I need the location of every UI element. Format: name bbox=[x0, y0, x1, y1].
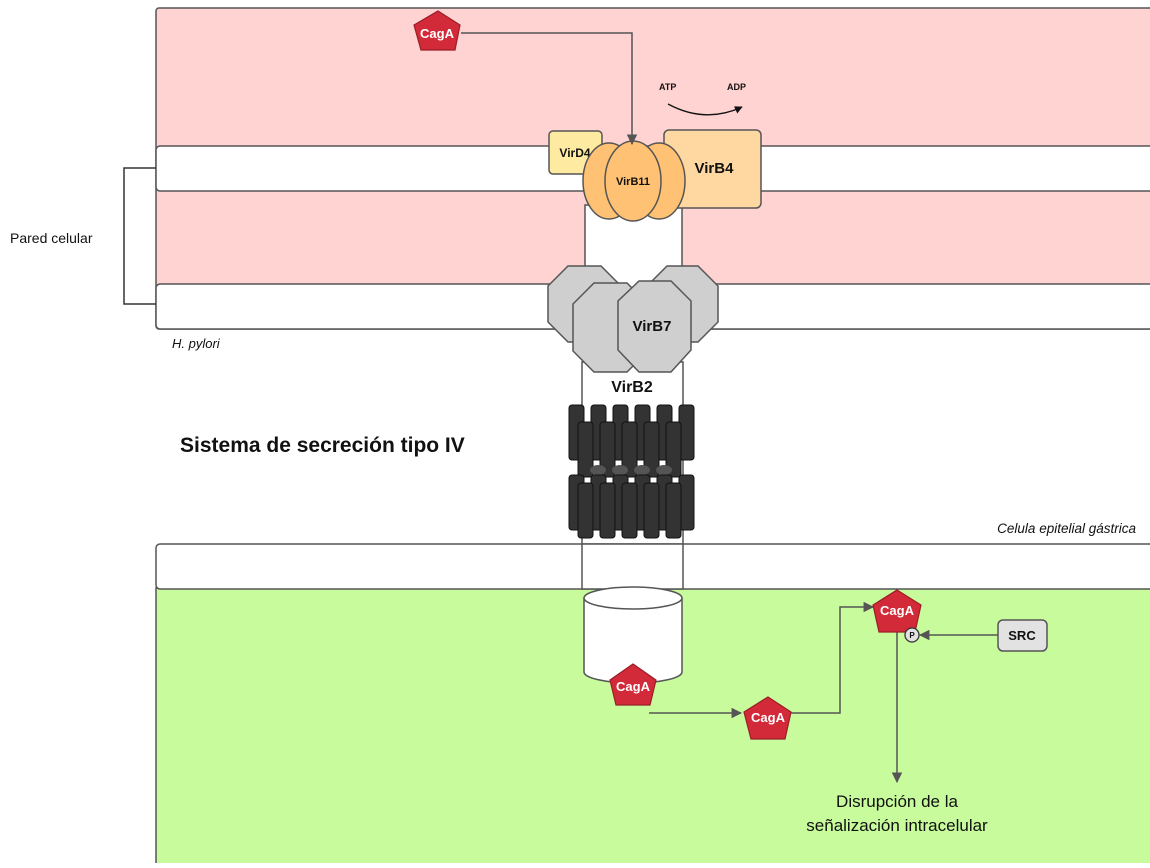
host-cell-label: Celula epitelial gástrica bbox=[997, 521, 1136, 536]
atp-label: ATP bbox=[659, 82, 676, 92]
virB2-label: VirB2 bbox=[611, 379, 653, 396]
svg-text:VirB7: VirB7 bbox=[633, 318, 672, 335]
phosphate-marker: P bbox=[905, 628, 919, 642]
virB11-protein: VirB11 bbox=[583, 141, 685, 221]
pilus-subunit bbox=[622, 483, 637, 538]
svg-text:VirB4: VirB4 bbox=[695, 160, 735, 177]
pilus-subunit bbox=[578, 483, 593, 538]
pilus-link bbox=[590, 465, 606, 475]
svg-text:SRC: SRC bbox=[1008, 628, 1036, 643]
cell-wall-label: Pared celular bbox=[10, 230, 93, 246]
src-kinase: SRC bbox=[998, 620, 1047, 651]
cell-wall-bracket bbox=[124, 168, 156, 304]
virB2-pilus bbox=[569, 405, 694, 538]
pilus-subunit bbox=[644, 483, 659, 538]
adp-label: ADP bbox=[727, 82, 746, 92]
svg-text:P: P bbox=[909, 631, 915, 640]
outcome-line-2: señalización intracelular bbox=[806, 816, 988, 835]
system-title: Sistema de secreción tipo IV bbox=[180, 434, 465, 457]
svg-text:CagA: CagA bbox=[616, 679, 651, 694]
pilus-link bbox=[612, 465, 628, 475]
pilus-link bbox=[656, 465, 672, 475]
svg-text:CagA: CagA bbox=[751, 710, 786, 725]
pilus-link bbox=[634, 465, 650, 475]
svg-text:CagA: CagA bbox=[880, 603, 915, 618]
svg-text:VirD4: VirD4 bbox=[559, 146, 590, 160]
svg-text:VirB11: VirB11 bbox=[616, 176, 650, 188]
bacterium-label: H. pylori bbox=[172, 336, 221, 351]
outcome-line-1: Disrupción de la bbox=[836, 792, 958, 811]
svg-text:CagA: CagA bbox=[420, 26, 455, 41]
pilus-subunit bbox=[600, 483, 615, 538]
channel-host-membrane bbox=[582, 544, 683, 589]
pilus-subunit bbox=[666, 483, 681, 538]
